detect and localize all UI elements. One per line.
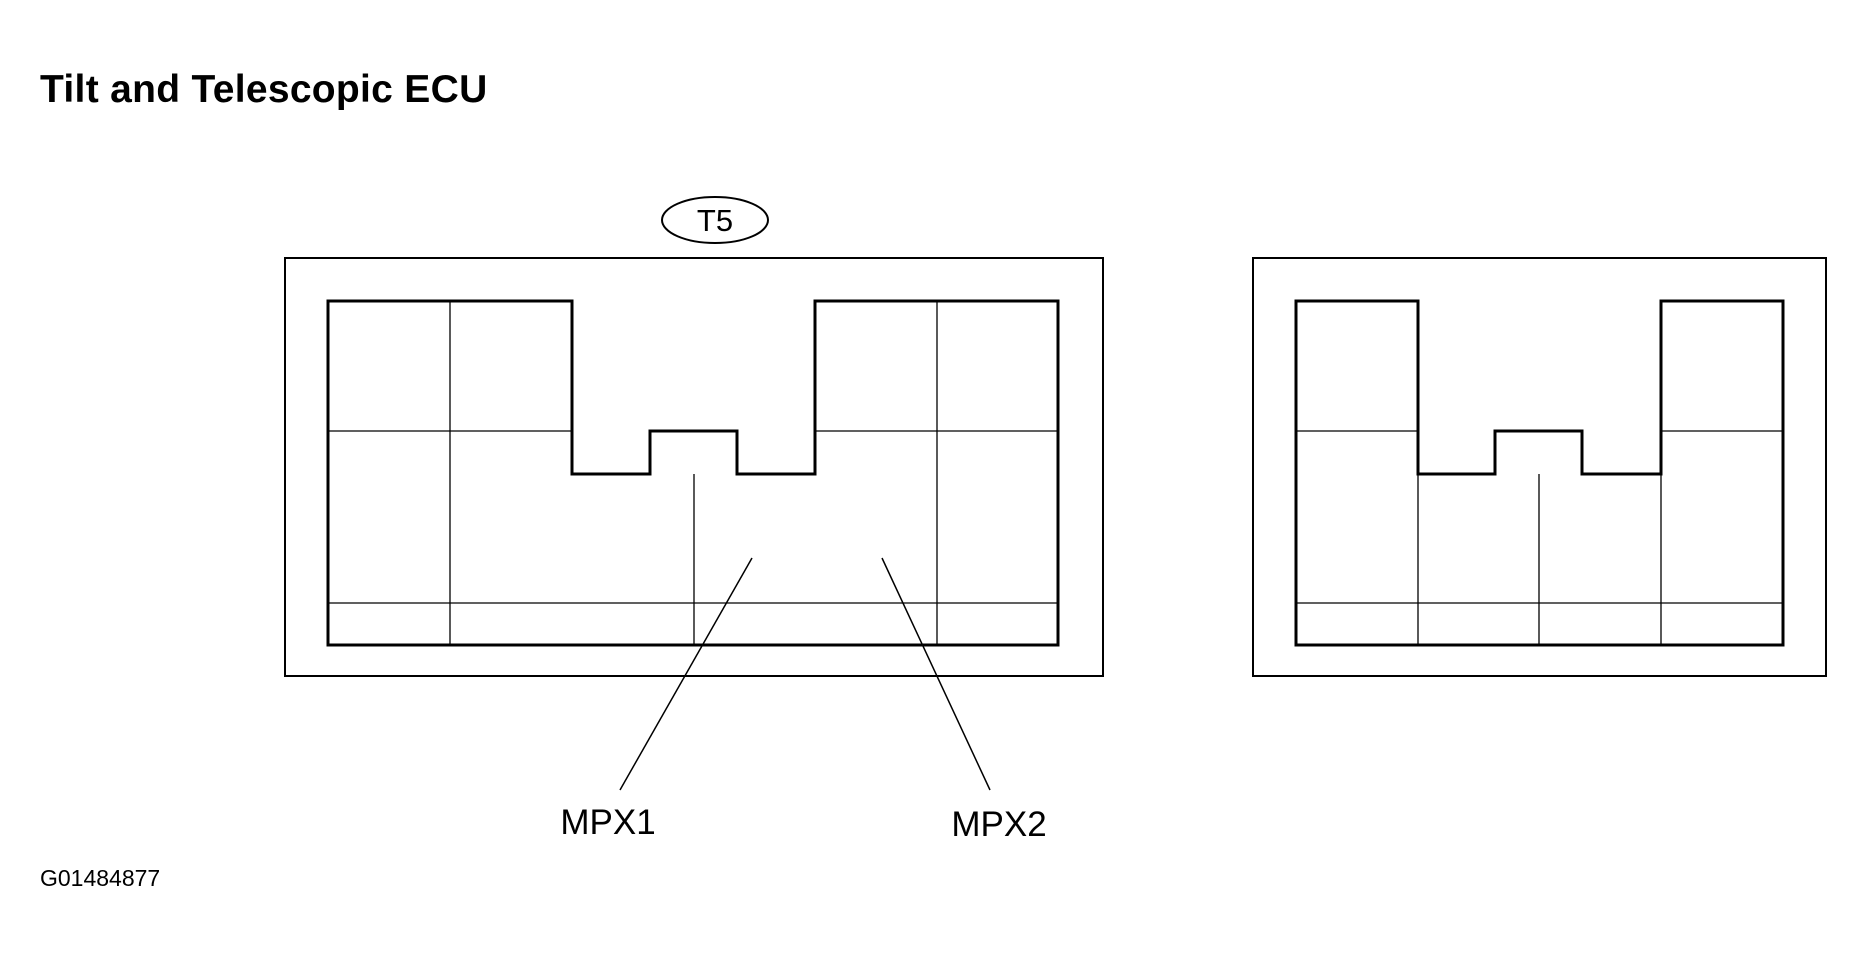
terminal-cavity-mpx1	[694, 474, 815, 645]
page-title: Tilt and Telescopic ECU	[40, 68, 488, 111]
terminal-cavity	[450, 301, 572, 645]
connector-code: T5	[697, 203, 733, 238]
terminal-cavity-mpx2	[815, 301, 937, 645]
connector-housing	[284, 257, 1104, 677]
pin-label-mpx2: MPX2	[951, 805, 1046, 844]
terminal-grid	[1296, 430, 1783, 645]
terminal-cavity	[1661, 301, 1783, 645]
terminal-cavity	[1418, 474, 1539, 645]
connector-t5: T5 MPX1 MPX2	[284, 196, 1104, 844]
connector-housing	[1252, 257, 1827, 677]
terminal-cavity	[572, 474, 694, 645]
terminal-grid	[328, 301, 1058, 645]
terminal-cavity	[937, 301, 1058, 645]
connector-code-badge: T5	[661, 196, 769, 244]
terminal-cavity	[1539, 474, 1661, 645]
pin-label-mpx1: MPX1	[560, 803, 655, 842]
mpx1-leader-line	[619, 557, 753, 791]
mpx2-leader-line	[881, 557, 991, 791]
terminal-cavity	[1296, 301, 1418, 645]
figure-id: G01484877	[40, 865, 161, 891]
terminal-cavity	[328, 301, 450, 645]
connector-body-outline	[326, 299, 1060, 647]
connector-mating	[1252, 257, 1827, 677]
